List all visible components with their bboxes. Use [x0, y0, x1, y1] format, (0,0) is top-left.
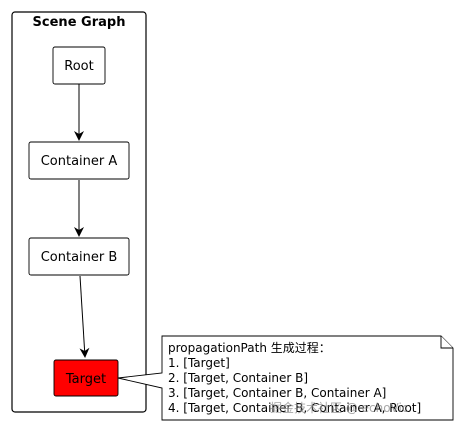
scene-graph-title: Scene Graph [33, 15, 126, 30]
note-line-4: 4. [Target, Container B, Container A, Ro… [168, 401, 421, 415]
note-line-3: 3. [Target, Container B, Container A] [168, 386, 386, 400]
note-fold-corner [440, 336, 453, 349]
node-root-box [52, 46, 106, 85]
node-target-label: Target [65, 372, 106, 387]
node-container-b-box [28, 237, 130, 276]
propagation-note: propagationPath 生成过程： 1. [Target] 2. [Ta… [117, 335, 454, 421]
watermark-text: 掘金技术社区 @ echoVic [270, 400, 408, 415]
note-line-2: 2. [Target, Container B] [168, 371, 308, 385]
edges [74, 84, 90, 358]
note-line-1: 1. [Target] [168, 356, 230, 370]
node-target: Target [53, 359, 119, 397]
node-container-a-label: Container A [41, 154, 118, 169]
node-container-a-box [28, 141, 130, 180]
note-heading: propagationPath 生成过程： [168, 340, 331, 355]
edge-container-b-to-target [79, 275, 90, 358]
node-container-a: Container A [28, 141, 130, 180]
node-root: Root [52, 46, 106, 85]
node-root-label: Root [64, 59, 93, 74]
node-container-b-label: Container B [41, 250, 118, 265]
node-container-b: Container B [28, 237, 130, 276]
